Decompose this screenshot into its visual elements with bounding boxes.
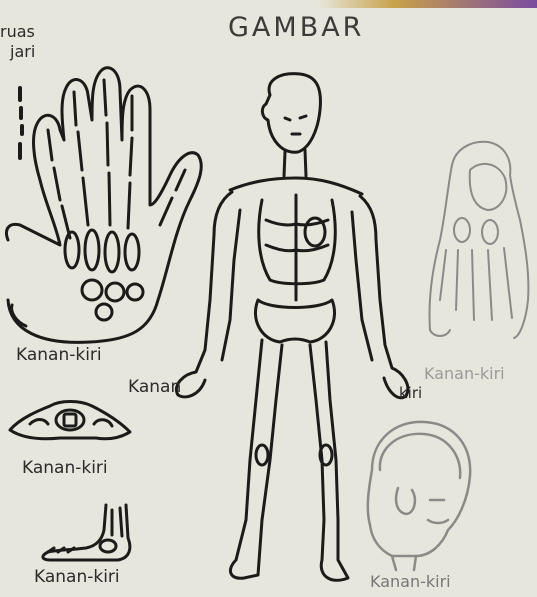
vertebra-illustration: [10, 402, 130, 439]
ruas-label: ruas: [0, 22, 35, 41]
skull-illustration: [368, 422, 470, 570]
ankle-caption: Kanan-kiri: [34, 567, 120, 587]
skull-caption: Kanan-kiri: [370, 572, 451, 591]
vertebra-caption: Kanan-kiri: [22, 458, 108, 478]
body-right-label: kiri: [399, 384, 422, 402]
page-title: GAMBAR: [228, 12, 364, 43]
jari-label: jari: [10, 42, 35, 61]
ankle-illustration: [43, 505, 130, 560]
body-left-label: Kanan: [128, 377, 181, 397]
hand-caption: Kanan-kiri: [16, 345, 102, 365]
foot-skeleton-illustration: [429, 142, 528, 338]
foot-caption: Kanan-kiri: [424, 364, 505, 383]
body-skeleton-illustration: [176, 74, 407, 581]
finger-segment-marker: [20, 88, 22, 158]
hand-skeleton-illustration: [7, 68, 202, 343]
